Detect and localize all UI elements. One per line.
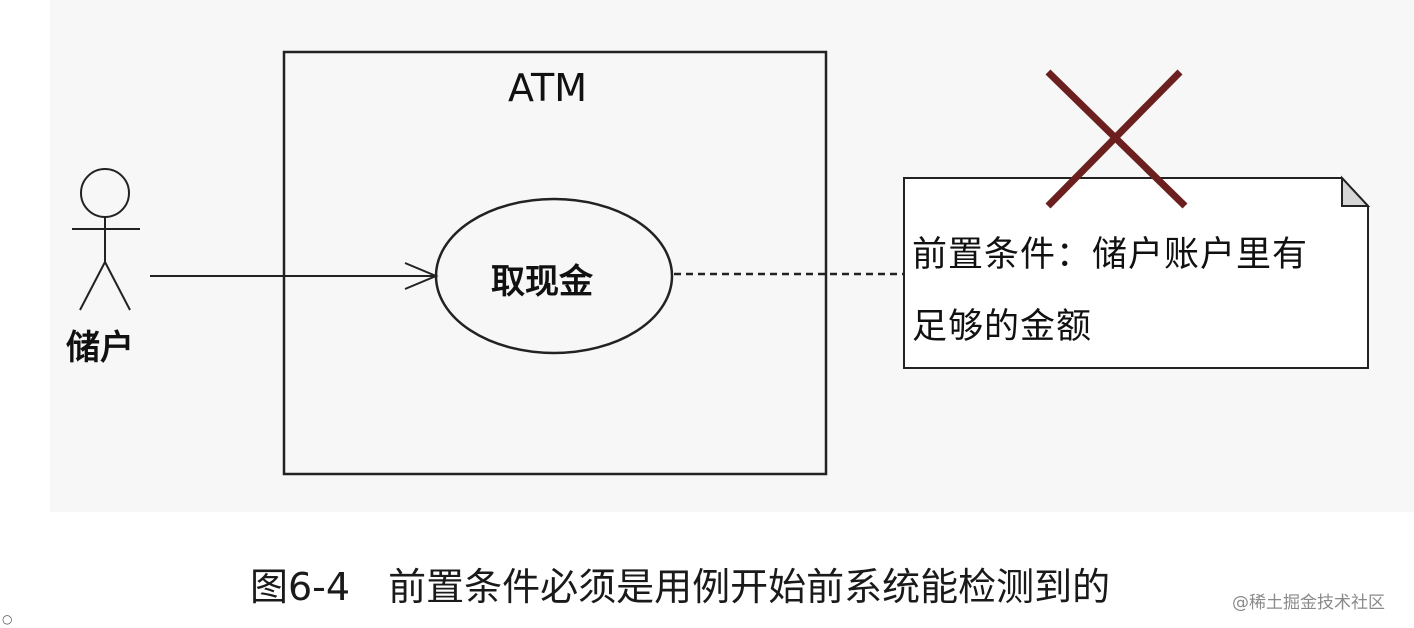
use-case-label: 取现金	[491, 262, 593, 302]
system-boundary	[282, 50, 828, 476]
actor-figure	[72, 168, 140, 311]
actor-label: 储户	[66, 328, 134, 368]
association-arrow	[150, 262, 439, 290]
system-title: ATM	[508, 66, 588, 110]
watermark: @稀土掘金技术社区	[1232, 593, 1385, 613]
figure-caption: 图6-4 前置条件必须是用例开始前系统能检测到的	[250, 565, 1111, 609]
corner-glyph: ○	[2, 612, 13, 626]
cross-mark	[1045, 69, 1188, 209]
note-text-line1: 前置条件：储户账户里有	[912, 235, 1309, 275]
note-box	[903, 175, 1371, 369]
use-case-ellipse	[434, 197, 674, 355]
note-text-line2: 足够的金额	[912, 307, 1093, 347]
